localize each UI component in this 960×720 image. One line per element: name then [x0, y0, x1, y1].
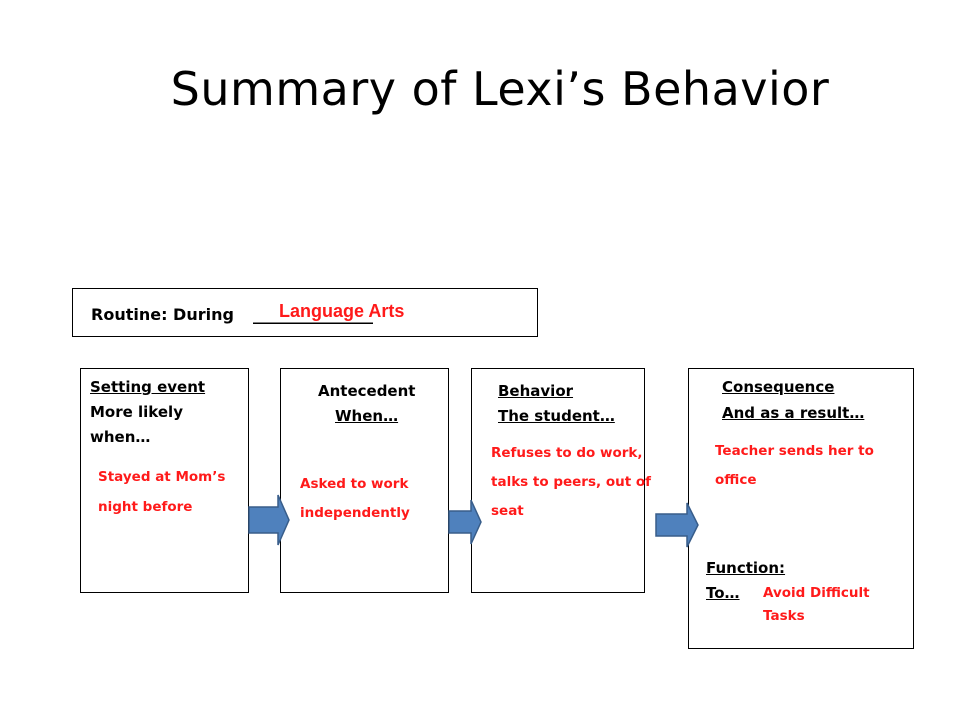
- behavior-box: Behavior The student… Refuses to do work…: [471, 368, 651, 593]
- antecedent-box: Antecedent When… Asked to work independe…: [280, 368, 449, 593]
- behavior-answer1: Refuses to do work,: [491, 445, 643, 461]
- antecedent-line1: When…: [335, 407, 399, 425]
- consequence-line1: And as a result…: [722, 404, 865, 422]
- function-line1: To…: [706, 584, 740, 602]
- function-answer2: Tasks: [763, 608, 805, 624]
- behavior-answer2: talks to peers, out of: [491, 474, 652, 490]
- antecedent-answer2: independently: [300, 505, 410, 521]
- behavior-answer3: seat: [491, 503, 524, 519]
- arrow-right-icon: [448, 499, 482, 545]
- page-title: Summary of Lexi’s Behavior: [170, 62, 830, 116]
- routine-blank: _______________: [253, 305, 373, 324]
- behavior-heading: Behavior: [498, 382, 574, 400]
- setting-event-line2: when…: [90, 428, 151, 446]
- arrow-right-icon: [248, 494, 290, 546]
- setting-event-answer1: Stayed at Mom’s: [98, 469, 226, 485]
- function-heading: Function:: [706, 559, 786, 577]
- routine-value: Language Arts: [279, 301, 405, 321]
- routine-box: Routine: During _______________ Language…: [72, 288, 538, 337]
- consequence-answer1: Teacher sends her to: [715, 443, 874, 459]
- behavior-line1: The student…: [498, 407, 615, 425]
- setting-event-answer2: night before: [98, 499, 193, 515]
- antecedent-answer1: Asked to work: [300, 476, 409, 492]
- function-answer1: Avoid Difficult: [763, 585, 870, 601]
- antecedent-heading: Antecedent: [318, 382, 416, 400]
- setting-event-box: Setting event More likely when… Stayed a…: [80, 368, 249, 593]
- consequence-box: Consequence And as a result… Teacher sen…: [688, 368, 914, 649]
- consequence-heading: Consequence: [722, 378, 835, 396]
- routine-label: Routine: During: [91, 305, 234, 324]
- arrow-right-icon: [655, 502, 699, 548]
- setting-event-line1: More likely: [90, 403, 183, 421]
- consequence-answer2: office: [715, 472, 757, 488]
- setting-event-heading: Setting event: [90, 378, 206, 396]
